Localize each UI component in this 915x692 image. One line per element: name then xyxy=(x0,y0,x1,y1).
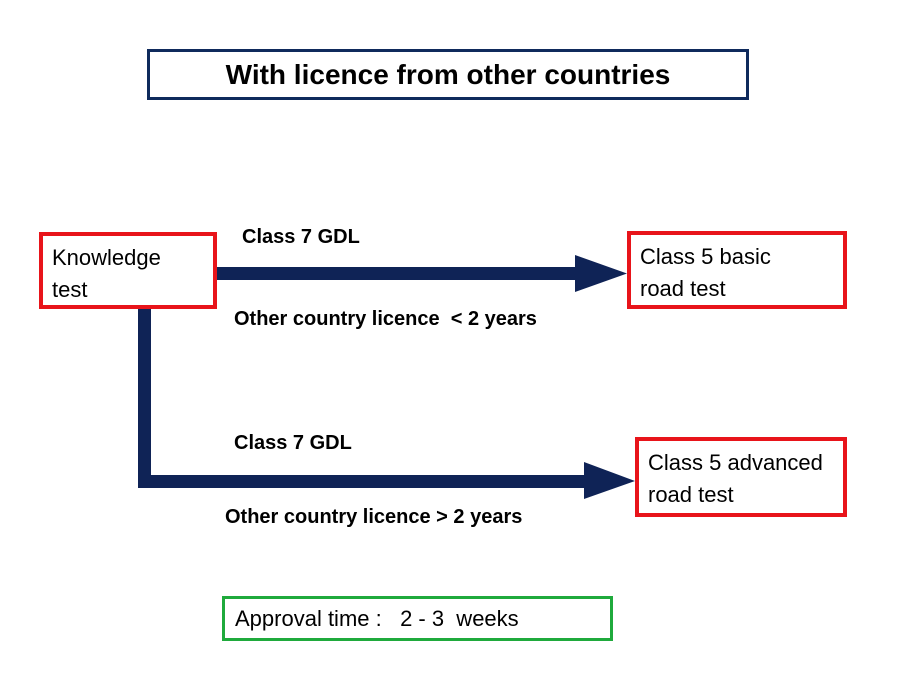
arrow-shaft-to-advanced xyxy=(138,475,586,488)
node-class5-advanced-line1: Class 5 advanced xyxy=(648,450,823,475)
node-class5-basic-line2: road test xyxy=(640,276,726,301)
edge-label-basic-below: Other country licence < 2 years xyxy=(234,308,537,330)
node-knowledge-test: Knowledge test xyxy=(39,232,217,309)
node-class5-advanced-road-test: Class 5 advanced road test xyxy=(635,437,847,517)
arrow-shaft-to-basic xyxy=(217,267,577,280)
node-knowledge-test-line2: test xyxy=(52,277,88,302)
title-box: With licence from other countries xyxy=(147,49,749,100)
node-knowledge-test-line1: Knowledge xyxy=(52,245,161,270)
arrow-connector-vertical xyxy=(138,309,151,488)
edge-label-advanced-below: Other country licence > 2 years xyxy=(225,506,523,528)
edge-label-advanced-above: Class 7 GDL xyxy=(234,432,352,454)
approval-time-label: Approval time : 2 - 3 weeks xyxy=(235,605,519,631)
approval-time-box: Approval time : 2 - 3 weeks xyxy=(222,596,613,641)
node-class5-basic-line1: Class 5 basic xyxy=(640,244,771,269)
node-class5-advanced-line2: road test xyxy=(648,482,734,507)
arrowhead-to-basic xyxy=(575,255,627,292)
node-class5-basic-road-test: Class 5 basic road test xyxy=(627,231,847,309)
arrowhead-to-advanced xyxy=(584,462,635,499)
edge-label-basic-above: Class 7 GDL xyxy=(242,226,360,248)
diagram-title: With licence from other countries xyxy=(225,58,671,90)
